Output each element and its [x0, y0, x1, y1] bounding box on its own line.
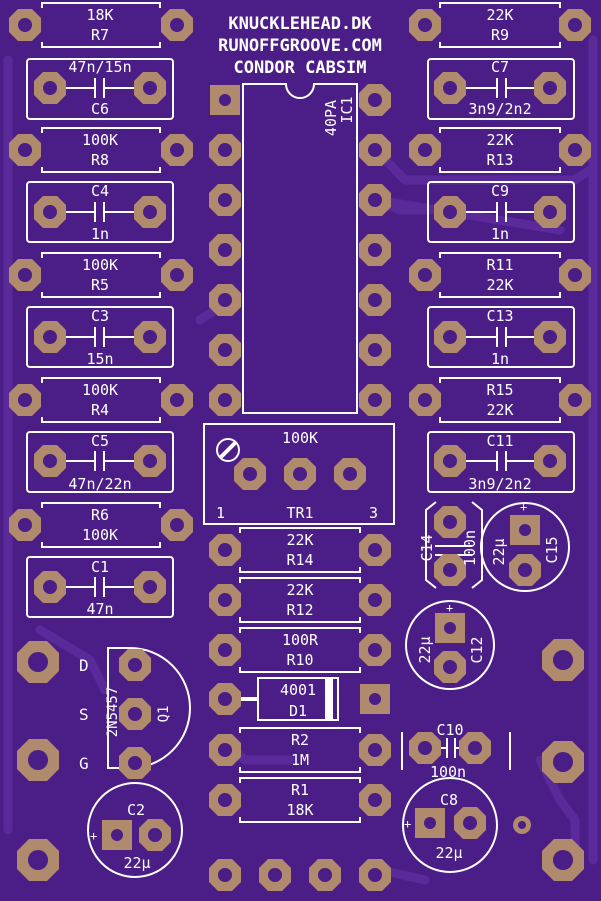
c6-ref: C6	[91, 100, 109, 118]
ic-name-label: IC1	[338, 96, 356, 123]
r2-ref: R2	[291, 731, 309, 749]
trimmer-adjust-icon	[216, 438, 240, 462]
c11-ref: C11	[486, 432, 513, 450]
c13-value: 1n	[491, 350, 509, 368]
r8-value: 100K	[82, 131, 118, 149]
c12-value: 22µ	[416, 636, 434, 663]
r11-ref: R11	[486, 256, 513, 274]
c3-ref: C3	[91, 307, 109, 325]
r4-ref: R4	[91, 401, 109, 419]
r6-value: 100K	[82, 526, 118, 544]
q1-part-label: 2N5457	[105, 687, 121, 738]
jack-g-label: G	[79, 754, 89, 773]
c4-value: 1n	[91, 225, 109, 243]
c15-ref: C15	[543, 536, 561, 563]
c8-plus: +	[404, 817, 411, 831]
silkscreen	[26, 2, 575, 878]
r1-ref: R1	[291, 781, 309, 799]
header-line-2: RUNOFFGROOVE.COM	[218, 36, 382, 56]
r9-value: 22K	[486, 6, 513, 24]
c3-value: 15n	[86, 350, 113, 368]
r12-ref: R12	[286, 601, 313, 619]
c2-ref: C2	[127, 801, 145, 819]
c5-value: 47n/22n	[68, 475, 131, 493]
r4-value: 100K	[82, 381, 118, 399]
r5-ref: R5	[91, 276, 109, 294]
trimmer-pin1-label: 1	[216, 504, 225, 522]
c9-ref: C9	[491, 182, 509, 200]
d1-ref: D1	[289, 702, 307, 720]
r15-ref: R15	[486, 381, 513, 399]
header-line-1: KNUCKLEHEAD.DK	[228, 14, 372, 34]
header-line-3: CONDOR CABSIM	[233, 58, 366, 78]
c15-value: 22µ	[490, 538, 508, 565]
r12-value: 22K	[286, 581, 313, 599]
r14-ref: R14	[286, 551, 313, 569]
c7-value: 3n9/2n2	[468, 100, 531, 118]
r15-value: 22K	[486, 401, 513, 419]
jack-s-label: S	[79, 705, 89, 724]
r13-ref: R13	[486, 151, 513, 169]
r8-ref: R8	[91, 151, 109, 169]
r11-value: 22K	[486, 276, 513, 294]
trimmer-pin3-label: 3	[369, 504, 378, 522]
c12-ref: C12	[468, 636, 486, 663]
c8-value: 22µ	[435, 844, 462, 862]
c10-value: 100n	[430, 763, 466, 781]
ic-part-label: 40PA	[322, 100, 340, 136]
c9-value: 1n	[491, 225, 509, 243]
c6-value: 47n/15n	[68, 58, 131, 76]
c2-value: 22µ	[123, 854, 150, 872]
trimmer-name: TR1	[286, 504, 313, 522]
r10-value: 100R	[282, 631, 319, 649]
r9-ref: R9	[491, 26, 509, 44]
c11-value: 3n9/2n2	[468, 475, 531, 493]
capacitor-symbols	[63, 78, 537, 758]
r7-value: 18K	[86, 6, 113, 24]
c8-ref: C8	[440, 791, 458, 809]
r5-value: 100K	[82, 256, 118, 274]
c1-value: 47n	[86, 600, 113, 618]
c12-plus: +	[446, 601, 453, 615]
r14-value: 22K	[286, 531, 313, 549]
d1-value: 4001	[280, 681, 316, 699]
c15-plus: +	[520, 500, 527, 514]
c4-ref: C4	[91, 182, 109, 200]
c10-ref: C10	[436, 721, 463, 739]
c14-value: 100n	[461, 530, 479, 566]
c5-ref: C5	[91, 432, 109, 450]
c7-ref: C7	[491, 58, 509, 76]
pads	[9, 9, 591, 891]
c1-ref: C1	[91, 558, 109, 576]
r2-value: 1M	[291, 751, 309, 769]
q1-ref-label: Q1	[156, 706, 172, 723]
c14-ref: C14	[418, 534, 436, 561]
jack-d-label: D	[79, 656, 89, 675]
r7-ref: R7	[91, 26, 109, 44]
trimmer-value: 100K	[282, 429, 318, 447]
c13-ref: C13	[486, 307, 513, 325]
r13-value: 22K	[486, 131, 513, 149]
r6-ref: R6	[91, 506, 109, 524]
r10-ref: R10	[286, 651, 313, 669]
c2-plus: +	[90, 829, 97, 843]
r1-value: 18K	[286, 801, 313, 819]
